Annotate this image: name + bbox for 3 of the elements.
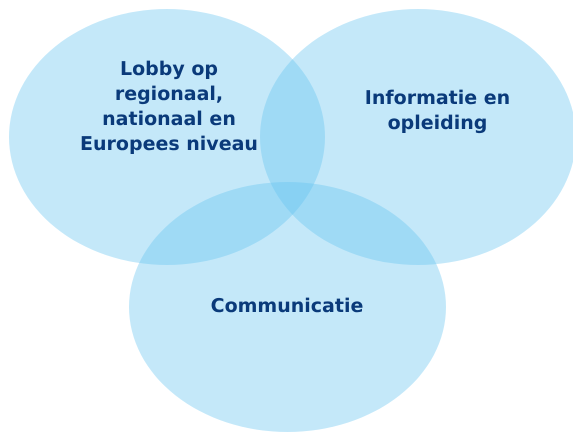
circle-label: Lobby op regionaal, nationaal en Europees niveau bbox=[79, 57, 259, 157]
circle-label: Informatie en opleiding bbox=[364, 86, 512, 136]
circle-label: Communicatie bbox=[210, 294, 364, 319]
